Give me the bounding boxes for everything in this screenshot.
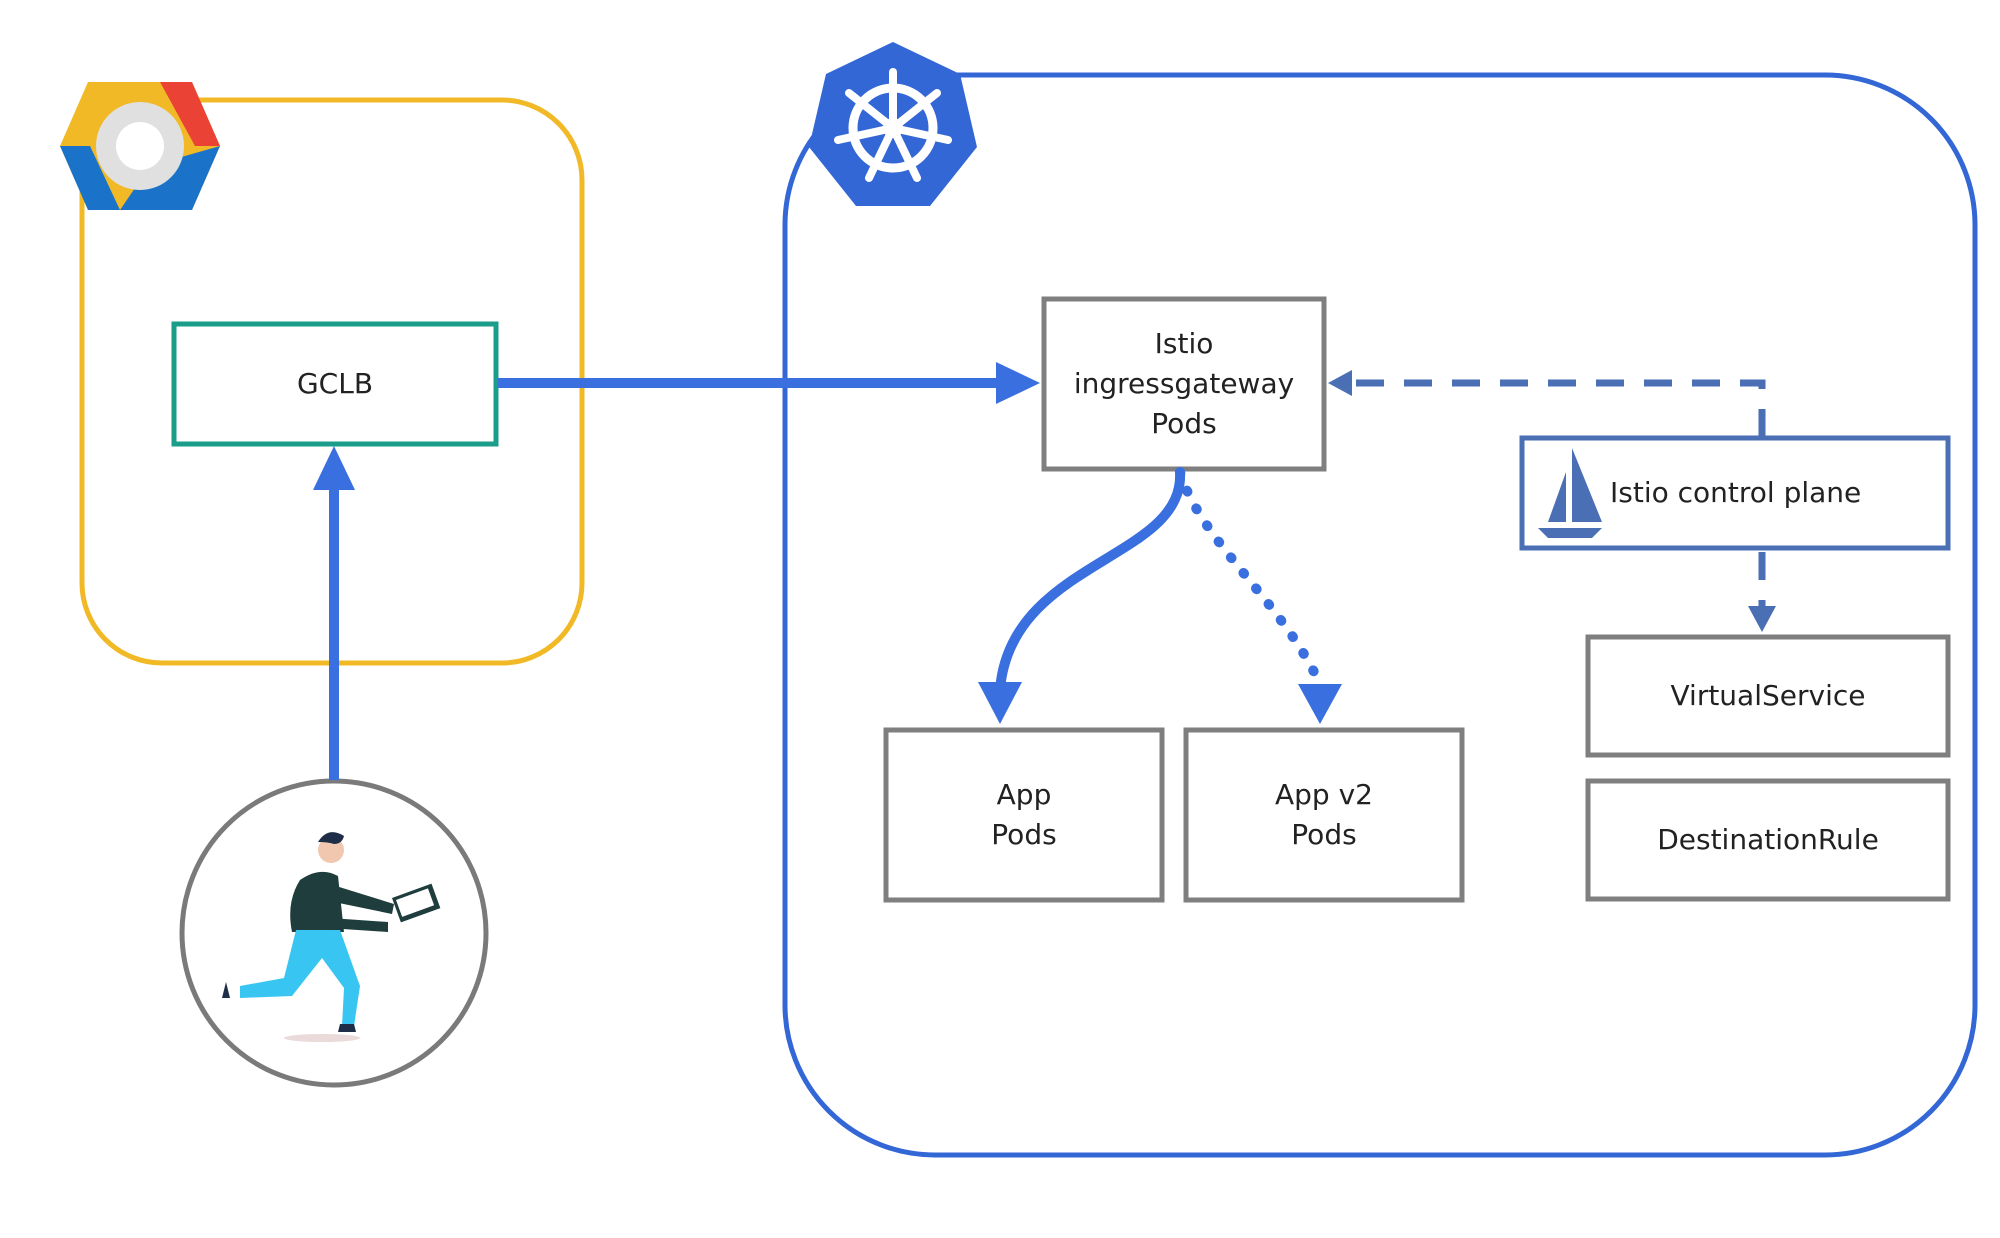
ingress-to-app-v2-dotted <box>1175 467 1323 685</box>
virtual-service-label: VirtualService <box>1588 637 1948 755</box>
gclb-box <box>171 321 499 447</box>
istio-control-plane-text: Istio control plane <box>1610 476 1862 509</box>
google-cloud-hexagon-icon <box>60 82 220 210</box>
gclb-label: GCLB <box>174 324 496 444</box>
destination-rule-box <box>1585 778 1951 902</box>
destination-rule-label: DestinationRule <box>1588 781 1948 899</box>
gclb-text: GCLB <box>296 367 374 400</box>
ingress-to-app-arrow <box>995 471 1186 691</box>
control-plane-to-ingress-dashed <box>1356 379 1766 437</box>
ingress-line-3: Pods <box>1151 407 1217 440</box>
virtual-service-box <box>1585 634 1951 758</box>
kubernetes-helm-icon <box>809 42 977 206</box>
app-pods-box <box>883 727 1165 903</box>
kubernetes-cluster-frame <box>782 72 1978 1158</box>
app-v2-pods-line-1: App v2 <box>1275 778 1373 811</box>
ingress-line-2: ingressgateway <box>1073 367 1295 400</box>
app-v2-pods-label: App v2 Pods <box>1186 730 1462 900</box>
destination-rule-text: DestinationRule <box>1657 823 1879 856</box>
person-with-laptop-icon <box>222 832 441 1042</box>
app-v2-pods-box <box>1183 727 1465 903</box>
app-pods-line-2: Pods <box>991 818 1057 851</box>
app-pods-label: App Pods <box>886 730 1162 900</box>
istio-control-plane-label: Istio control plane <box>1610 438 1930 548</box>
virtual-service-text: VirtualService <box>1670 679 1866 712</box>
app-pods-line-1: App <box>996 778 1052 811</box>
ingress-line-1: Istio <box>1154 327 1214 360</box>
ingress-gateway-label: Istio ingressgateway Pods <box>1044 299 1324 469</box>
app-v2-pods-line-2: Pods <box>1291 818 1357 851</box>
istio-sail-icon <box>1538 448 1602 538</box>
